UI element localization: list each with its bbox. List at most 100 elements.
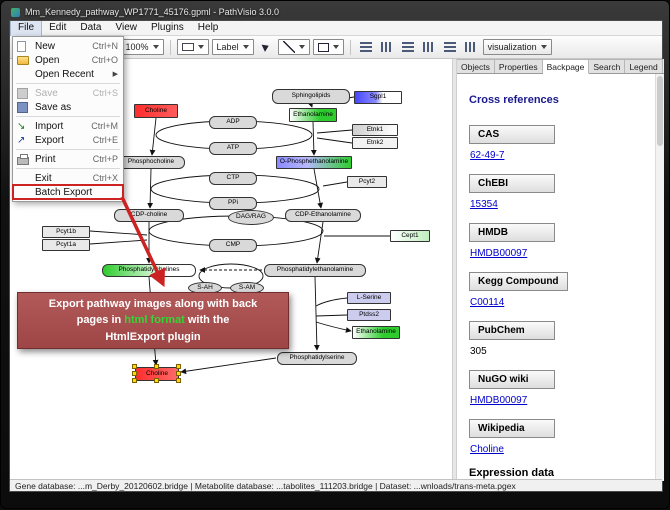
- menu-item-shortcut: Ctrl+O: [84, 55, 118, 65]
- xref-value-link[interactable]: HMDB00097: [470, 395, 649, 406]
- pathway-node-phosphatidylserine[interactable]: Phosphatidylserine: [277, 352, 357, 365]
- pathway-edge[interactable]: [90, 231, 147, 235]
- pathway-node-o-phosphethanolamine[interactable]: O-Phosphethanolamine: [276, 156, 352, 169]
- pathway-edge[interactable]: [323, 182, 347, 186]
- menu-item-label: Open: [35, 55, 59, 66]
- pathway-edge[interactable]: [90, 240, 147, 244]
- menu-item-save[interactable]: SaveCtrl+S: [13, 86, 123, 100]
- line-tool-combobox[interactable]: [278, 39, 310, 55]
- xref-section-kegg-compound: Kegg CompoundC00114: [469, 271, 649, 308]
- pathway-node-ptdss2[interactable]: Ptdss2: [347, 309, 391, 321]
- menu-item-print[interactable]: PrintCtrl+P: [13, 152, 123, 166]
- pathway-node-ethanolamine[interactable]: Ethanolamine: [352, 326, 400, 339]
- align-center-x-button[interactable]: [357, 38, 375, 56]
- selection-handle[interactable]: [132, 378, 137, 383]
- selection-handle[interactable]: [176, 371, 181, 376]
- pathway-node-adp[interactable]: ADP: [209, 116, 257, 129]
- pathway-node-ethanolamine[interactable]: Ethanolamine: [289, 108, 337, 122]
- menu-file[interactable]: File: [10, 21, 42, 36]
- titlebar[interactable]: Mm_Kennedy_pathway_WP1771_45176.gpml - P…: [11, 5, 659, 19]
- selection-handle[interactable]: [132, 371, 137, 376]
- menu-help[interactable]: Help: [191, 21, 226, 36]
- pathway-node-l-serine[interactable]: L-Serine: [347, 292, 391, 304]
- pathway-edge[interactable]: [316, 298, 347, 306]
- pathway-node-pcyt1a[interactable]: Pcyt1a: [42, 239, 90, 251]
- pathway-edge[interactable]: [315, 277, 317, 350]
- label-template-combobox[interactable]: Label: [212, 39, 254, 55]
- pathway-node-cdp-choline[interactable]: CDP-choline: [114, 209, 184, 222]
- pathway-edge[interactable]: [311, 104, 312, 107]
- app-icon: [11, 8, 20, 17]
- tab-search[interactable]: Search: [589, 59, 625, 73]
- menu-edit[interactable]: Edit: [42, 21, 73, 36]
- pathway-node-phosphocholine[interactable]: Phosphocholine: [117, 156, 185, 169]
- sidebar-scrollbar[interactable]: [655, 74, 664, 481]
- menu-view[interactable]: View: [108, 21, 144, 36]
- pathway-edge[interactable]: [317, 130, 352, 133]
- callout-line-3: HtmlExport plugin: [105, 329, 200, 346]
- menu-plugins[interactable]: Plugins: [144, 21, 191, 36]
- pathway-node-sphingolipids[interactable]: Sphingolipids: [272, 89, 350, 104]
- selection-handle[interactable]: [132, 364, 137, 369]
- menu-item-open[interactable]: Open Ctrl+O: [13, 53, 123, 67]
- common-height-button[interactable]: [462, 38, 480, 56]
- pathway-node-pcyt1b[interactable]: Pcyt1b: [42, 226, 90, 238]
- xref-value-link[interactable]: 62-49-7: [470, 150, 649, 161]
- align-left-button[interactable]: [399, 38, 417, 56]
- pathway-node-etnk2[interactable]: Etnk2: [352, 137, 398, 149]
- pathway-node-sgpl1[interactable]: Sgpl1: [354, 91, 402, 104]
- menu-item-label: New: [35, 41, 55, 52]
- xref-value-link[interactable]: 15354: [470, 199, 649, 210]
- selection-handle[interactable]: [176, 378, 181, 383]
- pathway-node-cdp-ethanolamine[interactable]: CDP-Ethanolamine: [285, 209, 361, 222]
- selection-handle[interactable]: [176, 364, 181, 369]
- menu-item-new[interactable]: NewCtrl+N: [13, 39, 123, 53]
- menu-item-export[interactable]: ExportCtrl+E: [13, 133, 123, 147]
- pathway-node-phosphatidylethanolamine[interactable]: Phosphatidylethanolamine: [264, 264, 366, 277]
- pathway-node-atp[interactable]: ATP: [209, 142, 257, 155]
- pathway-edge[interactable]: [317, 138, 352, 143]
- tab-backpage[interactable]: Backpage: [543, 59, 590, 74]
- xref-value-link[interactable]: HMDB00097: [470, 248, 649, 259]
- tab-properties[interactable]: Properties: [495, 59, 543, 73]
- pathway-edge[interactable]: [316, 322, 351, 331]
- xref-value-link[interactable]: C00114: [470, 297, 649, 308]
- tab-objects[interactable]: Objects: [457, 59, 495, 73]
- chevron-down-icon: [299, 45, 305, 49]
- visualization-combobox[interactable]: visualization: [483, 39, 552, 55]
- selection-tool-button[interactable]: [257, 38, 275, 56]
- pathway-node-cept1[interactable]: Cept1: [390, 230, 430, 242]
- pathway-node-dag-rag[interactable]: DAG/RAG: [228, 210, 274, 225]
- menu-item-label: Export: [35, 135, 64, 146]
- selection-handle[interactable]: [154, 364, 159, 369]
- shape-tool-combobox[interactable]: [313, 39, 344, 55]
- pathway-node-etnk1[interactable]: Etnk1: [352, 124, 398, 136]
- align-left-icon: [402, 42, 414, 52]
- common-width-button[interactable]: [441, 38, 459, 56]
- pathway-node-cmp[interactable]: CMP: [209, 239, 257, 252]
- align-center-y-button[interactable]: [378, 38, 396, 56]
- menu-item-batch-export[interactable]: Batch Export: [13, 185, 123, 199]
- menu-item-import[interactable]: ImportCtrl+M: [13, 119, 123, 133]
- sidebar-scrollbar-thumb[interactable]: [657, 76, 663, 146]
- pathway-node-pcyt2[interactable]: Pcyt2: [347, 176, 387, 188]
- pathway-edge[interactable]: [181, 358, 276, 372]
- xref-value-link[interactable]: Choline: [470, 444, 649, 455]
- menu-item-save-as[interactable]: Save as: [13, 100, 123, 114]
- pathway-edge[interactable]: [314, 169, 321, 208]
- zoom-combobox[interactable]: 100%: [121, 39, 164, 55]
- tab-legend[interactable]: Legend: [625, 59, 662, 73]
- datanode-template-combobox[interactable]: [177, 39, 209, 55]
- pathway-edge[interactable]: [316, 315, 347, 316]
- pathway-edge[interactable]: [152, 118, 156, 155]
- menu-item-exit[interactable]: ExitCtrl+X: [13, 171, 123, 185]
- menu-item-open-recent[interactable]: Open Recent▶: [13, 67, 123, 81]
- align-top-button[interactable]: [420, 38, 438, 56]
- pathway-node-phosphatidylcholines[interactable]: Phosphatidylcholines: [102, 264, 196, 277]
- pathway-edge[interactable]: [313, 122, 314, 155]
- pathway-node-ctp[interactable]: CTP: [209, 172, 257, 185]
- pathway-node-ppi[interactable]: PPi: [209, 197, 257, 210]
- menu-data[interactable]: Data: [73, 21, 108, 36]
- selection-handle[interactable]: [154, 378, 159, 383]
- pathway-node-choline[interactable]: Choline: [134, 104, 178, 118]
